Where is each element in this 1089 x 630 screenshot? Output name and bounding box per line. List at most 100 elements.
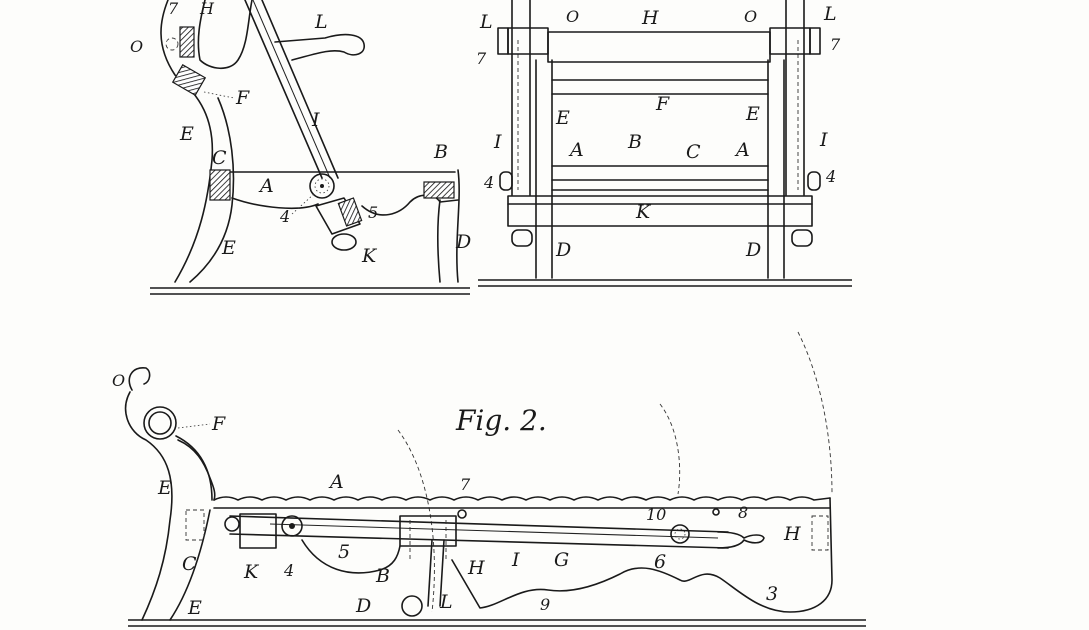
bar-H-front bbox=[547, 31, 771, 63]
front-label-L-left: L bbox=[479, 11, 493, 33]
cap-right-top bbox=[809, 27, 821, 55]
fig2-label-8: 8 bbox=[738, 503, 748, 522]
front-label-L-right: L bbox=[823, 3, 837, 25]
end-frame-top-scroll bbox=[197, 0, 253, 70]
caster-K bbox=[331, 233, 357, 251]
front-label-A-right: A bbox=[734, 139, 750, 161]
roll-F-inner bbox=[148, 411, 172, 435]
fig2-label-G: G bbox=[554, 549, 569, 571]
fig2-label-I: I bbox=[511, 549, 520, 571]
fig2-label-9: 9 bbox=[540, 595, 550, 614]
fig-2-figure: Fig. 2. bbox=[112, 331, 866, 627]
label-E-top: E bbox=[179, 123, 194, 145]
leg-L bbox=[427, 539, 445, 607]
fig2-label-10: 10 bbox=[646, 505, 666, 524]
block-K-fig2 bbox=[239, 513, 277, 549]
pivot-4-outer bbox=[309, 173, 335, 199]
front-label-H: H bbox=[641, 7, 659, 29]
figure-title: Fig. 2. bbox=[455, 404, 547, 437]
fig2-label-A: A bbox=[328, 471, 344, 493]
hole-8 bbox=[712, 508, 720, 516]
handle-L bbox=[274, 33, 365, 61]
arm-cushion-2 bbox=[177, 439, 216, 501]
front-label-D-left: D bbox=[555, 239, 571, 261]
swing-arc-2 bbox=[659, 403, 681, 495]
caster-D bbox=[401, 595, 423, 617]
end-frame-inner bbox=[189, 97, 235, 283]
rod-I-center bbox=[252, 0, 331, 179]
label-A: A bbox=[258, 175, 274, 197]
fig2-leader-F bbox=[177, 423, 211, 429]
side-rail-body bbox=[451, 497, 833, 613]
fig2-label-5: 5 bbox=[338, 541, 350, 563]
bracket-left-top bbox=[507, 27, 549, 55]
leg-D-right bbox=[456, 169, 460, 283]
fig2-label-4: 4 bbox=[283, 561, 294, 580]
bar-C-section bbox=[209, 169, 231, 201]
front-label-F: F bbox=[655, 93, 670, 115]
bar-H-section bbox=[179, 26, 195, 58]
block-5-section bbox=[337, 197, 363, 227]
fig2-label-C: C bbox=[182, 553, 197, 575]
side-view-figure: 7 H L O F E I C B A 4 5 K E D bbox=[130, 0, 471, 295]
label-5: 5 bbox=[368, 203, 378, 222]
front-label-E-right: E bbox=[745, 103, 760, 125]
rod-I-bottom bbox=[229, 533, 729, 549]
front-label-B: B bbox=[627, 131, 642, 153]
fig2-label-L: L bbox=[439, 591, 453, 613]
fig2-label-K: K bbox=[243, 561, 260, 583]
fig2-label-3: 3 bbox=[766, 583, 778, 605]
fig2-label-6: 6 bbox=[654, 551, 666, 573]
pivot-4-inner bbox=[314, 178, 330, 194]
front-label-O-right: O bbox=[744, 7, 757, 26]
front-label-I-right: I bbox=[819, 129, 828, 151]
pivot-6-fig2 bbox=[670, 524, 690, 544]
fig2-label-7: 7 bbox=[460, 475, 471, 494]
scroll-O bbox=[128, 367, 151, 391]
leader-4 bbox=[291, 193, 315, 215]
crossbar-K bbox=[507, 195, 813, 227]
pivot-4-right bbox=[807, 171, 821, 191]
front-label-A-left: A bbox=[568, 139, 584, 161]
pivot-4-center-fig2 bbox=[289, 523, 295, 529]
bracket-middle bbox=[399, 515, 457, 547]
label-C: C bbox=[212, 147, 227, 169]
label-E-bottom: E bbox=[221, 237, 236, 259]
side-rail-curve-5 bbox=[301, 539, 401, 574]
hole-7 bbox=[457, 509, 467, 519]
label-B: B bbox=[433, 141, 448, 163]
fig2-label-B: B bbox=[375, 565, 390, 587]
front-label-O-left: O bbox=[566, 7, 579, 26]
label-F: F bbox=[235, 87, 250, 109]
block-H-hidden bbox=[811, 515, 829, 551]
label-4: 4 bbox=[279, 207, 290, 226]
bar-F-section bbox=[171, 64, 207, 96]
caster-right bbox=[791, 229, 813, 247]
label-I: I bbox=[311, 109, 320, 131]
leg-D-left bbox=[436, 199, 441, 283]
pivot-4-fig2 bbox=[281, 515, 303, 537]
front-view-figure: L O H O L 7 7 F E E I A B C A I 4 4 K D … bbox=[476, 0, 852, 287]
cap-left-top bbox=[497, 27, 509, 55]
pivot-6-inner bbox=[674, 528, 686, 540]
caster-left bbox=[511, 229, 533, 247]
pivot-4-center bbox=[320, 184, 324, 188]
front-label-E-left: E bbox=[555, 107, 570, 129]
front-label-7-left: 7 bbox=[476, 49, 487, 68]
seat-rail-bottom-left bbox=[231, 197, 319, 210]
arm-inner bbox=[169, 509, 211, 621]
fig2-label-E-bottom: E bbox=[187, 597, 202, 619]
rod-I-right bbox=[261, 0, 339, 179]
label-O: O bbox=[130, 37, 143, 56]
swing-arc-1 bbox=[397, 429, 435, 613]
block-K bbox=[315, 197, 361, 235]
swing-arc-3 bbox=[797, 331, 833, 495]
pivot-4-left bbox=[499, 171, 513, 191]
block-C-hidden bbox=[185, 509, 205, 541]
fig2-label-H-mid: H bbox=[467, 557, 485, 579]
front-label-D-right: D bbox=[745, 239, 761, 261]
front-label-C: C bbox=[686, 141, 701, 163]
fig2-label-F: F bbox=[211, 413, 226, 435]
